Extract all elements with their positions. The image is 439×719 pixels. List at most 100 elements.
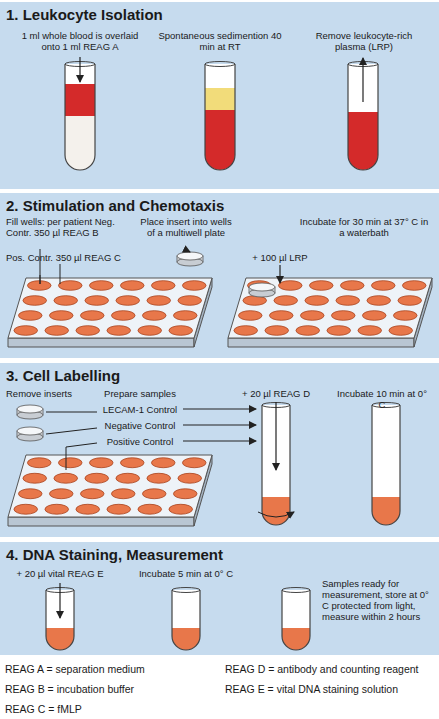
step-note: Incubate 5 min at 0° C	[128, 568, 244, 579]
step-note: Incubate 10 min at 0° C	[333, 388, 431, 410]
well	[18, 311, 42, 321]
tube-rim	[172, 588, 200, 593]
step-note: Positive Control	[100, 436, 180, 447]
multiwell-plate	[8, 455, 212, 517]
pointer-arrow	[183, 408, 256, 409]
well	[89, 281, 113, 291]
leader-line	[66, 443, 97, 447]
step-note: Remove inserts	[6, 388, 86, 399]
tube-content	[65, 116, 95, 170]
well	[393, 311, 417, 321]
multiwell-plate	[228, 278, 432, 338]
well	[107, 326, 131, 336]
swirl-arrow	[258, 512, 294, 517]
well	[120, 281, 144, 291]
test-tube	[282, 590, 310, 650]
well	[111, 489, 135, 499]
leader-line	[40, 275, 41, 284]
well	[305, 296, 329, 306]
tube-content	[205, 88, 235, 110]
well	[138, 504, 162, 514]
well	[402, 281, 426, 291]
well	[18, 489, 42, 499]
well	[76, 326, 100, 336]
well	[151, 281, 175, 291]
well	[269, 311, 293, 321]
leader-line	[60, 264, 61, 284]
leader-line	[66, 447, 67, 470]
well	[147, 473, 171, 483]
well	[173, 311, 197, 321]
insert	[249, 283, 275, 291]
well	[45, 326, 69, 336]
well	[340, 281, 364, 291]
well	[111, 311, 135, 321]
step-note: Remove leukocyte-rich plasma (LRP)	[300, 30, 428, 52]
well	[309, 281, 333, 291]
well	[107, 504, 131, 514]
test-tube	[172, 590, 200, 650]
pointer-arrow	[362, 58, 363, 102]
well	[45, 504, 69, 514]
reagent-key: REAG C = fMLP	[5, 703, 220, 716]
well	[238, 311, 262, 321]
insert	[17, 405, 43, 413]
well	[151, 458, 175, 468]
well	[85, 296, 109, 306]
well	[331, 311, 355, 321]
well	[116, 473, 140, 483]
pointer-arrow	[183, 424, 256, 425]
well	[23, 473, 47, 483]
reagent-key: REAG A = separation medium	[5, 663, 220, 676]
step-heading: 1. Leukocyte Isolation	[0, 2, 439, 23]
step-note: + 20 µl vital REAG E	[4, 568, 116, 579]
well	[116, 296, 140, 306]
step-heading: 3. Cell Labelling	[0, 363, 439, 384]
well	[120, 458, 144, 468]
well	[80, 489, 104, 499]
well	[182, 458, 206, 468]
test-tube	[205, 64, 235, 170]
well	[142, 311, 166, 321]
step-note: Prepare samples	[95, 388, 185, 399]
step-heading: 4. DNA Staining, Measurement	[0, 542, 439, 563]
well	[169, 504, 193, 514]
multiwell-plate	[228, 338, 414, 347]
well	[371, 281, 395, 291]
leader-line	[46, 428, 97, 434]
step-note: Fill wells: per patient Neg. Contr. 350 …	[6, 216, 134, 238]
pointer-arrow	[183, 440, 256, 441]
well	[296, 326, 320, 336]
well	[142, 489, 166, 499]
well	[58, 281, 82, 291]
well	[89, 458, 113, 468]
step-heading: 2. Stimulation and Chemotaxis	[0, 193, 439, 214]
well	[336, 296, 360, 306]
well	[49, 489, 73, 499]
well	[54, 296, 78, 306]
well	[169, 326, 193, 336]
reagent-key: REAG E = vital DNA staining solution	[225, 683, 437, 696]
well	[278, 281, 302, 291]
reagent-key: REAG D = antibody and counting reagent	[225, 663, 437, 676]
insert	[17, 427, 43, 435]
multiwell-plate	[8, 278, 212, 338]
well	[327, 326, 351, 336]
well	[234, 326, 258, 336]
step-note: + 20 µl REAG D	[232, 388, 320, 399]
step-note: + 100 µl LRP	[242, 252, 318, 263]
step-note: 1 ml whole blood is overlaid onto 1 ml R…	[12, 30, 148, 52]
pointer-arrow	[59, 583, 60, 618]
test-tube	[205, 64, 235, 170]
well	[178, 296, 202, 306]
step-note: Negative Control	[100, 420, 180, 431]
well	[80, 311, 104, 321]
tube-rim	[372, 403, 400, 408]
multiwell-plate	[8, 338, 194, 347]
test-tube	[372, 405, 400, 525]
well	[138, 326, 162, 336]
step-note: Pos. Contr. 350 µl REAG C	[6, 252, 134, 263]
test-tube	[372, 405, 400, 525]
pointer-arrow	[279, 265, 280, 283]
